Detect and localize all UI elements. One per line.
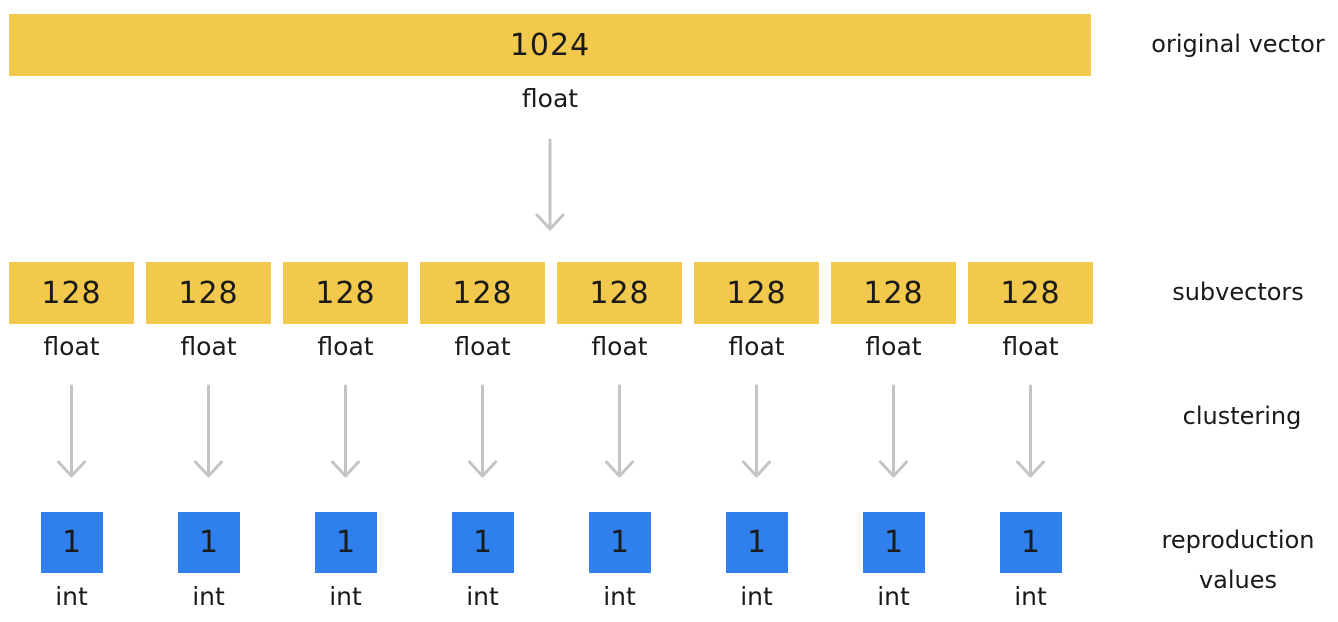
code-type: int [55,582,88,611]
code-box: 1 [314,512,377,573]
clustering-arrow-head [742,460,771,478]
code-value: 1 [883,525,904,560]
code-type: int [740,582,773,611]
subvector-type: float [43,332,100,361]
code-value: 1 [198,525,219,560]
subvector-type: float [728,332,785,361]
label-reproduction-values: reproduction values [1138,520,1338,600]
subvector-size: 128 [41,275,102,311]
subvector-type: float [1002,332,1059,361]
subvector-box: 128 [420,262,545,324]
code-box: 1 [999,512,1062,573]
label-reproduction-line1: reproduction [1161,526,1315,554]
code-type: int [466,582,499,611]
code-type: int [192,582,225,611]
label-clustering: clustering [1182,402,1302,430]
subvector-box: 128 [557,262,682,324]
subvector-type: float [454,332,511,361]
code-type: int [329,582,362,611]
code-box: 1 [451,512,514,573]
code-value: 1 [61,525,82,560]
code-box: 1 [862,512,925,573]
code-type: int [1014,582,1047,611]
subvector-size: 128 [726,275,787,311]
original-vector-size: 1024 [509,27,591,63]
subvector-size: 128 [1000,275,1061,311]
clustering-arrow-head [605,460,634,478]
label-original-vector: original vector [1151,30,1325,58]
code-value: 1 [335,525,356,560]
subvector-box: 128 [9,262,134,324]
code-value: 1 [1020,525,1041,560]
code-box: 1 [40,512,103,573]
subvector-type: float [865,332,922,361]
subvector-box: 128 [694,262,819,324]
code-value: 1 [746,525,767,560]
clustering-arrow-head [57,460,86,478]
split-arrow-head [535,213,565,231]
subvector-size: 128 [452,275,513,311]
code-box: 1 [177,512,240,573]
subvector-size: 128 [589,275,650,311]
code-value: 1 [472,525,493,560]
subvector-box: 128 [831,262,956,324]
subvector-type: float [180,332,237,361]
subvector-box: 128 [146,262,271,324]
subvector-box: 128 [968,262,1093,324]
clustering-arrow-head [879,460,908,478]
code-box: 1 [588,512,651,573]
code-box: 1 [725,512,788,573]
label-subvectors: subvectors [1172,278,1304,306]
subvector-type: float [317,332,374,361]
original-vector-type: float [521,84,579,113]
clustering-arrow-head [1016,460,1045,478]
clustering-arrow-head [194,460,223,478]
original-vector-box: 1024 [9,14,1091,76]
subvector-size: 128 [315,275,376,311]
label-reproduction-line2: values [1198,566,1278,594]
subvector-type: float [591,332,648,361]
code-type: int [877,582,910,611]
code-value: 1 [609,525,630,560]
code-type: int [603,582,636,611]
clustering-arrow-head [468,460,497,478]
subvector-size: 128 [863,275,924,311]
clustering-arrow-head [331,460,360,478]
subvector-box: 128 [283,262,408,324]
subvector-size: 128 [178,275,239,311]
